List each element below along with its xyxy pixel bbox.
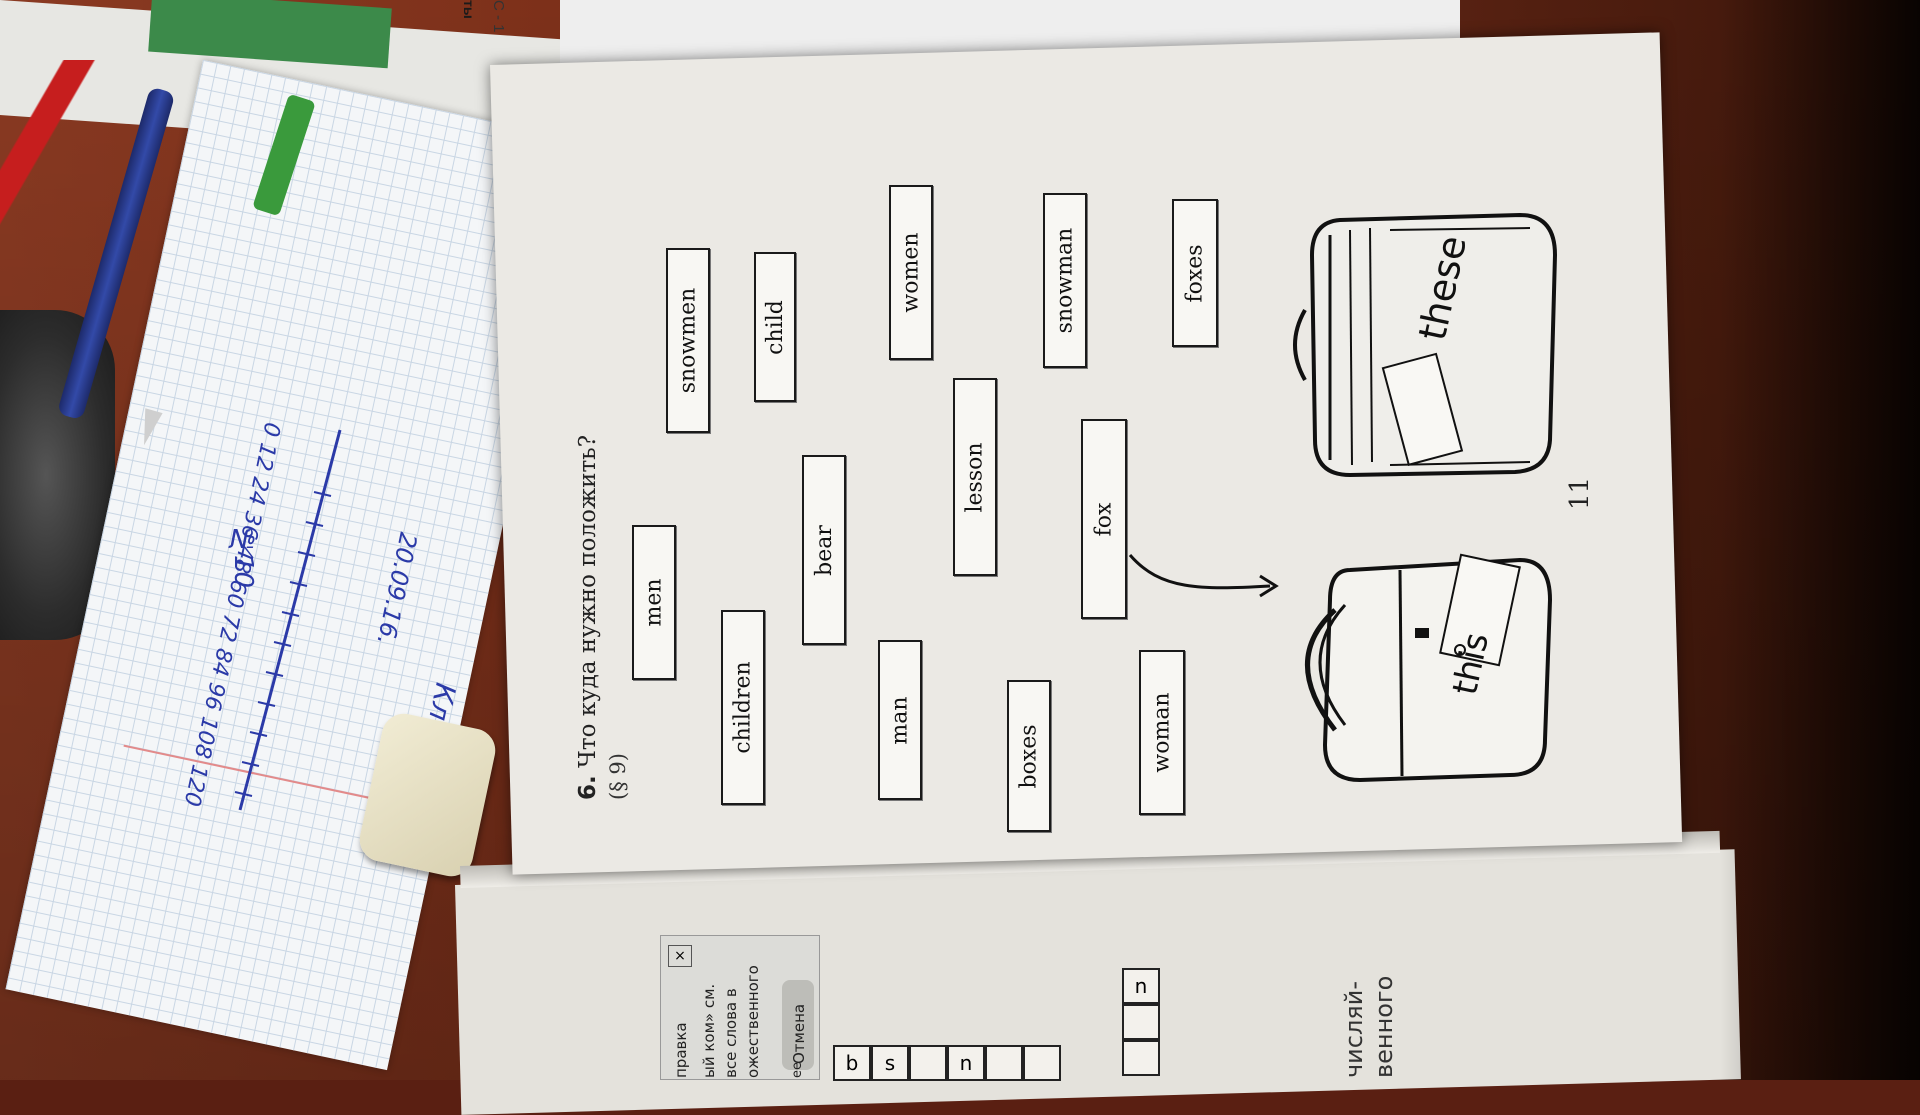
word-card: child [754, 252, 796, 402]
book-left-page [455, 849, 1741, 1115]
arrow-fox-to-bag [1128, 554, 1279, 598]
number-line-drawing [234, 429, 342, 811]
page-number: 11 [1565, 476, 1595, 510]
paper-label-c1: С - 1 [490, 0, 507, 33]
dialog-line: ожественного [744, 965, 762, 1078]
paper-label-ty: ты [461, 0, 477, 19]
word-card: foxes [1172, 199, 1218, 347]
task-question: Что куда нужно положить? [575, 434, 601, 768]
suitcase-illustration [1293, 212, 1558, 478]
crossword-cell [1122, 1004, 1160, 1040]
dialog-line: ый ком» см. [700, 983, 718, 1078]
left-page-text: числяй- [1340, 980, 1368, 1078]
crossword-cell [1122, 1040, 1160, 1076]
task-number: 6. [575, 775, 601, 800]
dialog-close-icon[interactable]: × [668, 945, 692, 967]
word-card: woman [1139, 650, 1185, 815]
crossword-cell: b [833, 1045, 871, 1081]
word-card: snowmen [666, 248, 710, 433]
word-card: men [632, 525, 676, 680]
crossword-cell: s [871, 1045, 909, 1081]
crossword-cell [909, 1045, 947, 1081]
task-reference: (§ 9) [606, 753, 630, 800]
word-card: man [878, 640, 922, 800]
dialog-line: все слова в [722, 988, 740, 1078]
handbag-illustration [1305, 553, 1553, 783]
crossword-cell: n [1122, 968, 1160, 1004]
word-card: fox [1081, 419, 1127, 619]
crossword-cell: n [947, 1045, 985, 1081]
word-card: women [889, 185, 933, 360]
word-card: boxes [1007, 680, 1051, 832]
left-page-text: венного [1370, 975, 1398, 1078]
dialog-button-label: ее [790, 1062, 805, 1078]
task-heading: 6. Что куда нужно положить? [575, 435, 601, 800]
handwritten-title: №10 [228, 525, 258, 589]
shadow-edge [1720, 0, 1920, 1080]
crossword-cell [985, 1045, 1023, 1081]
cancel-button-label: Отмена [790, 1003, 808, 1064]
cancel-button[interactable] [782, 980, 814, 1070]
word-card: children [721, 610, 765, 805]
red-pen [0, 60, 110, 230]
dialog-title: правка [672, 1022, 690, 1078]
crossword-cell [1023, 1045, 1061, 1081]
word-card: lesson [953, 378, 997, 576]
word-card: snowman [1043, 193, 1087, 368]
word-card: bear [802, 455, 846, 645]
